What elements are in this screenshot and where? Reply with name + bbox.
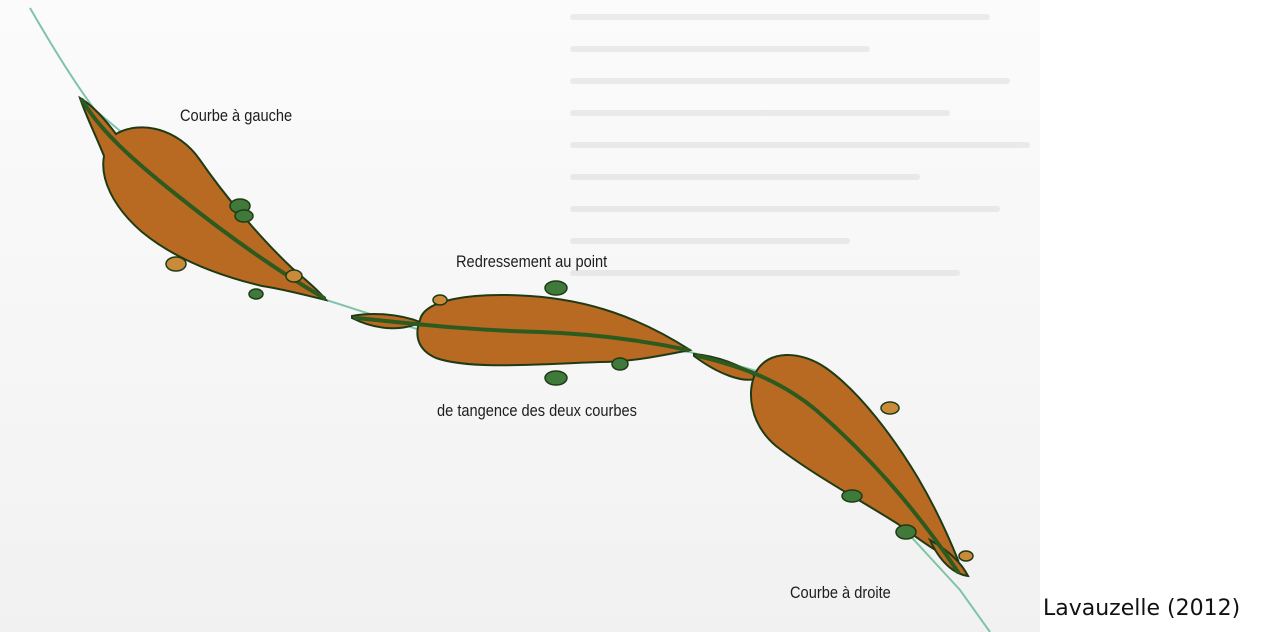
- hoof: [545, 281, 567, 295]
- hoof: [286, 270, 302, 282]
- horse-right-curve: [694, 354, 973, 576]
- hoof: [881, 402, 899, 414]
- hoof: [249, 289, 263, 299]
- hoof: [842, 490, 862, 502]
- label-straightening-top: Redressement au point: [456, 252, 607, 272]
- source-credit: Lavauzelle (2012): [1043, 596, 1240, 621]
- horse-body: [417, 295, 690, 365]
- hoof: [959, 551, 973, 561]
- figure-panel: Courbe à gauche Redressement au point de…: [0, 0, 1040, 632]
- horse-path-diagram: [0, 0, 1040, 632]
- hoof: [896, 525, 916, 539]
- hoof: [612, 358, 628, 370]
- label-straightening-bottom: de tangence des deux courbes: [437, 401, 637, 421]
- hoof: [433, 295, 447, 305]
- hoof: [166, 257, 186, 271]
- hoof: [545, 371, 567, 385]
- label-right-curve: Courbe à droite: [790, 583, 891, 603]
- hoof: [235, 210, 253, 222]
- label-left-curve: Courbe à gauche: [180, 106, 292, 126]
- horse-straightening: [352, 281, 690, 385]
